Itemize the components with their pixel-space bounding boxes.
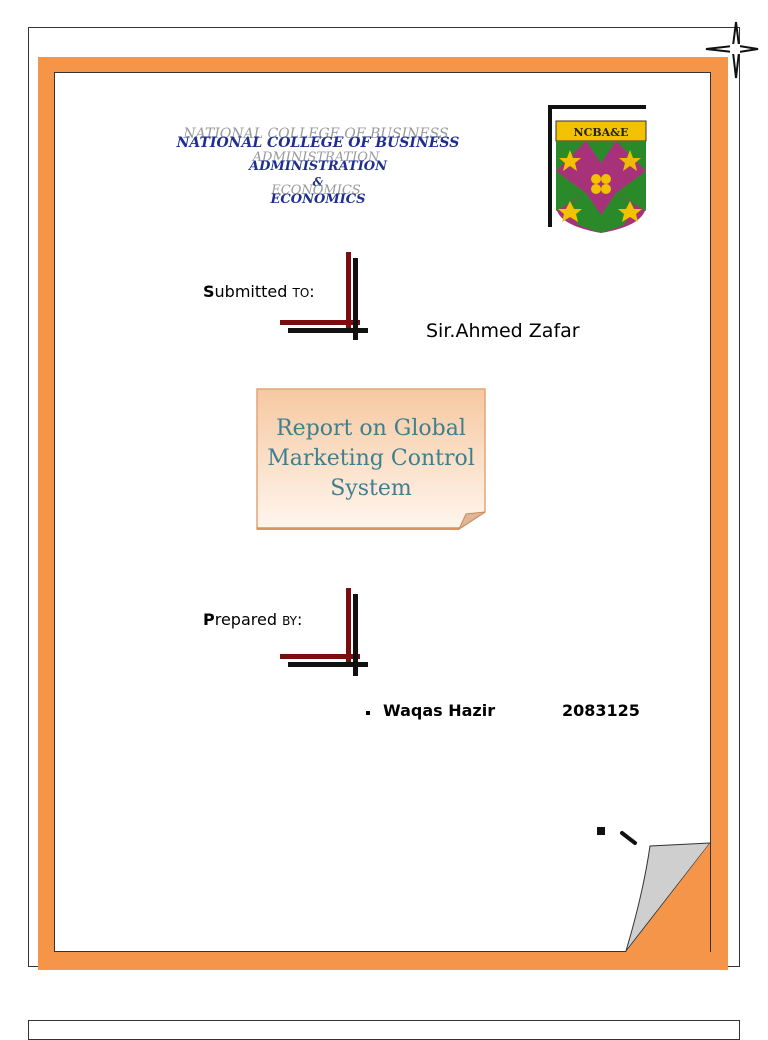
prepared-label-first: P	[203, 610, 215, 629]
submitted-to-name: Sir.Ahmed Zafar	[426, 320, 580, 342]
submitted-label-first: S	[203, 282, 215, 301]
college-name-shadow-4: ECONOMICS	[271, 183, 361, 198]
next-page-border	[28, 1020, 740, 1040]
report-title-line-1: Report on Global	[276, 416, 466, 441]
submitted-label-small: TO	[292, 286, 310, 300]
title-note: Report on Global Marketing Control Syste…	[256, 388, 486, 531]
college-name-line-3: &	[312, 175, 324, 189]
sparkle-icon	[705, 21, 759, 79]
bullet-icon	[366, 711, 370, 715]
page-curl-corner	[597, 827, 712, 952]
submitted-label-colon: :	[309, 282, 315, 301]
report-title-line-3: System	[330, 476, 412, 501]
college-name-line-1: NATIONAL COLLEGE OF BUSINESS	[176, 135, 460, 151]
college-name: NATIONAL COLLEGE OF BUSINESS NATIONAL CO…	[158, 126, 478, 220]
author-id: 2083125	[562, 701, 640, 720]
prepared-label-small: BY	[282, 614, 297, 628]
college-crest-logo: NCBA&E	[548, 105, 647, 233]
college-name-shadow-1: NATIONAL COLLEGE OF BUSINESS	[183, 126, 449, 142]
report-title: Report on Global Marketing Control Syste…	[256, 414, 486, 504]
college-name-line-4: ECONOMICS	[270, 192, 366, 207]
prepared-label-rest: repared	[214, 610, 283, 629]
report-title-line-2: Marketing Control	[267, 446, 475, 471]
submitted-to-label: Submitted TO:	[203, 282, 315, 301]
crest-banner-text: NCBA&E	[574, 126, 629, 139]
college-name-line-2: ADMINISTRATION	[249, 159, 387, 174]
prepared-by-label: Prepared BY:	[203, 610, 302, 629]
title-note-background	[256, 388, 486, 531]
submitted-label-rest: ubmitted	[214, 282, 293, 301]
college-name-shadow-2: ADMINISTRATION	[252, 150, 380, 165]
author-row: Waqas Hazir 2083125	[366, 701, 666, 725]
author-name: Waqas Hazir	[383, 701, 496, 720]
corner-mark-submitted	[280, 252, 368, 340]
corner-mark-prepared	[280, 588, 368, 676]
prepared-label-colon: :	[296, 610, 303, 629]
